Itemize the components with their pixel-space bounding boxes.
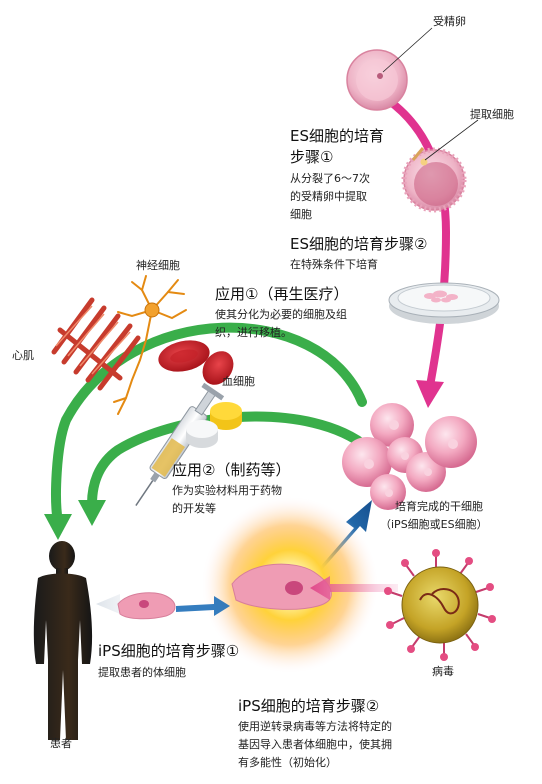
application1-desc-line2: 织，进行移植。 bbox=[215, 326, 292, 339]
es-arrow-head bbox=[416, 380, 444, 408]
fertilized-egg bbox=[346, 27, 433, 111]
es-step2-desc: 在特殊条件下培育 bbox=[290, 258, 378, 271]
pill-illustrations bbox=[186, 402, 242, 448]
stem-cell-cluster bbox=[342, 403, 477, 510]
patient-label: 患者 bbox=[50, 737, 72, 750]
fertilized-egg-label: 受精卵 bbox=[433, 15, 466, 28]
application2-desc-line1: 作为实验材料用于药物 bbox=[172, 484, 282, 497]
stem-cells-label-line1: 培育完成的干细胞 bbox=[395, 500, 483, 513]
ips-step1-title: iPS细胞的培育步骤① bbox=[98, 642, 240, 660]
es-step1-desc-line2: 的受精卵中提取 bbox=[290, 190, 367, 203]
virus bbox=[384, 549, 496, 661]
ips-step2-title: iPS细胞的培育步骤② bbox=[238, 697, 380, 715]
application1-title: 应用①（再生医疗） bbox=[215, 285, 349, 303]
reprogramming-cell bbox=[231, 563, 332, 610]
ips-step2-desc-line3: 有多能性（初始化） bbox=[238, 756, 337, 769]
application2-arrow-head bbox=[78, 500, 106, 526]
blood-cell-label: 血细胞 bbox=[222, 375, 255, 388]
application2-arrow bbox=[87, 411, 373, 509]
somatic-arrow bbox=[176, 596, 230, 616]
heart-muscle-label: 心肌 bbox=[12, 349, 34, 362]
nerve-cell-label: 神经细胞 bbox=[136, 259, 180, 272]
petri-dish bbox=[388, 282, 500, 324]
application1-desc-line1: 使其分化为必要的细胞及组 bbox=[215, 308, 347, 321]
ips-step2-desc-line2: 基因导入患者体细胞中，使其拥 bbox=[238, 738, 392, 751]
application2-desc-line2: 的开发等 bbox=[172, 502, 216, 515]
heart-muscle-illustration bbox=[51, 297, 141, 391]
stem-cells-label-line2: （iPS细胞或ES细胞） bbox=[380, 518, 488, 531]
ips-step1-desc: 提取患者的体细胞 bbox=[98, 666, 186, 679]
reprogram-arrow bbox=[300, 500, 372, 590]
es-pathway-arrow bbox=[384, 96, 451, 390]
application2-title: 应用②（制药等） bbox=[172, 461, 291, 479]
patient-silhouette bbox=[33, 541, 93, 740]
virus-label: 病毒 bbox=[432, 665, 454, 678]
es-step1-desc-line1: 从分裂了6～7次 bbox=[290, 172, 370, 185]
es-step1-title-line1: ES细胞的培育 bbox=[290, 127, 384, 145]
es-step1-desc-line3: 细胞 bbox=[290, 208, 312, 221]
virus-arrow bbox=[310, 576, 398, 600]
application1-arrow-head bbox=[44, 514, 72, 540]
es-step1-title-line2: 步骤① bbox=[290, 148, 334, 166]
es-step2-title: ES细胞的培育步骤② bbox=[290, 235, 428, 253]
somatic-cell bbox=[117, 592, 176, 620]
blastocyst bbox=[401, 119, 479, 213]
blood-cells bbox=[158, 340, 234, 385]
application1-arrow bbox=[51, 322, 367, 527]
ips-step2-desc-line1: 使用逆转录病毒等方法将特定的 bbox=[238, 720, 392, 733]
extract-cells-label: 提取细胞 bbox=[470, 108, 514, 121]
